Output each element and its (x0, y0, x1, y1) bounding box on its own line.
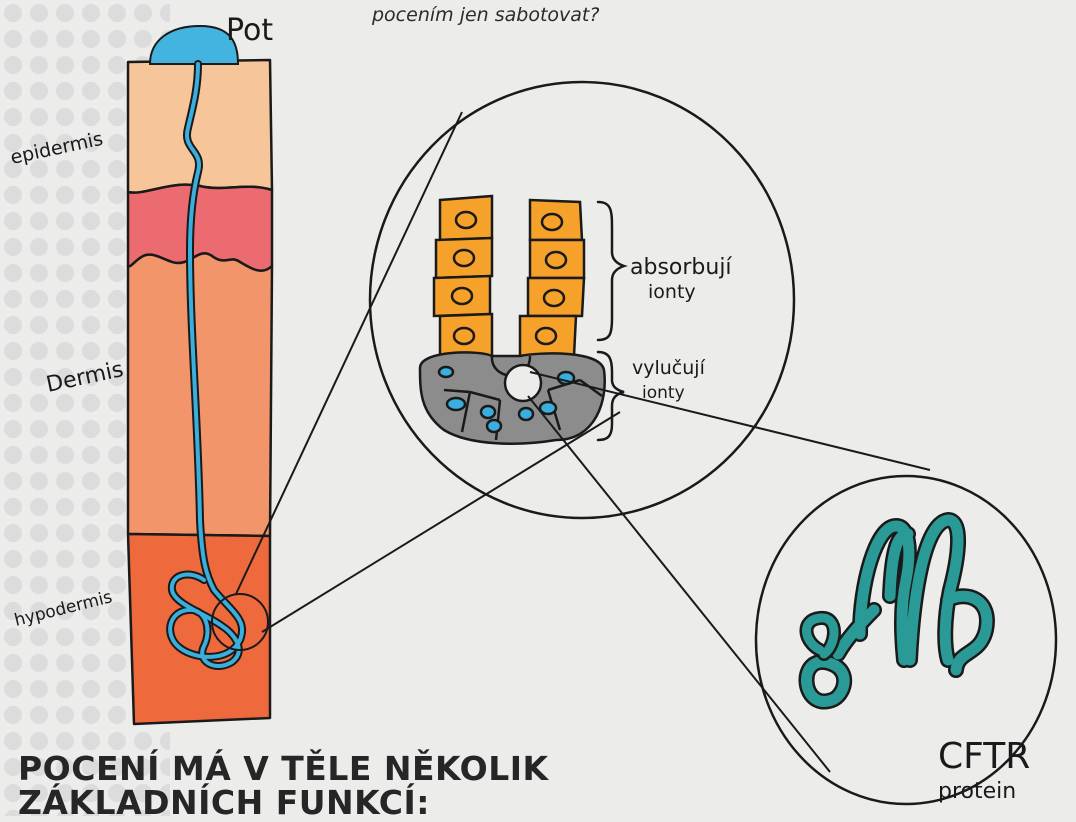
absorb-label-line1: absorbují (630, 255, 732, 280)
secreting-cells (420, 352, 605, 443)
absorb-label-line2: ionty (648, 281, 696, 303)
top-caption: pocením jen sabotovat? (372, 4, 599, 26)
secrete-label-line2: ionty (642, 383, 685, 403)
absorbing-cells (434, 196, 584, 356)
absorb-brace (598, 202, 624, 340)
heading-line-2: ZÁKLADNÍCH FUNKCÍ: (18, 786, 718, 820)
section-heading: POCENÍ MÁ V TĚLE NĚKOLIK ZÁKLADNÍCH FUNK… (18, 752, 718, 820)
heading-line-1: POCENÍ MÁ V TĚLE NĚKOLIK (18, 752, 718, 786)
secrete-label-line1: vylučují (632, 357, 706, 379)
cftr-label: CFTR (938, 736, 1030, 777)
sweat-label: Pot (226, 13, 273, 48)
cftr-protein-shape (806, 520, 986, 702)
hypodermis-layer (128, 534, 270, 724)
protein-label: protein (938, 779, 1016, 804)
